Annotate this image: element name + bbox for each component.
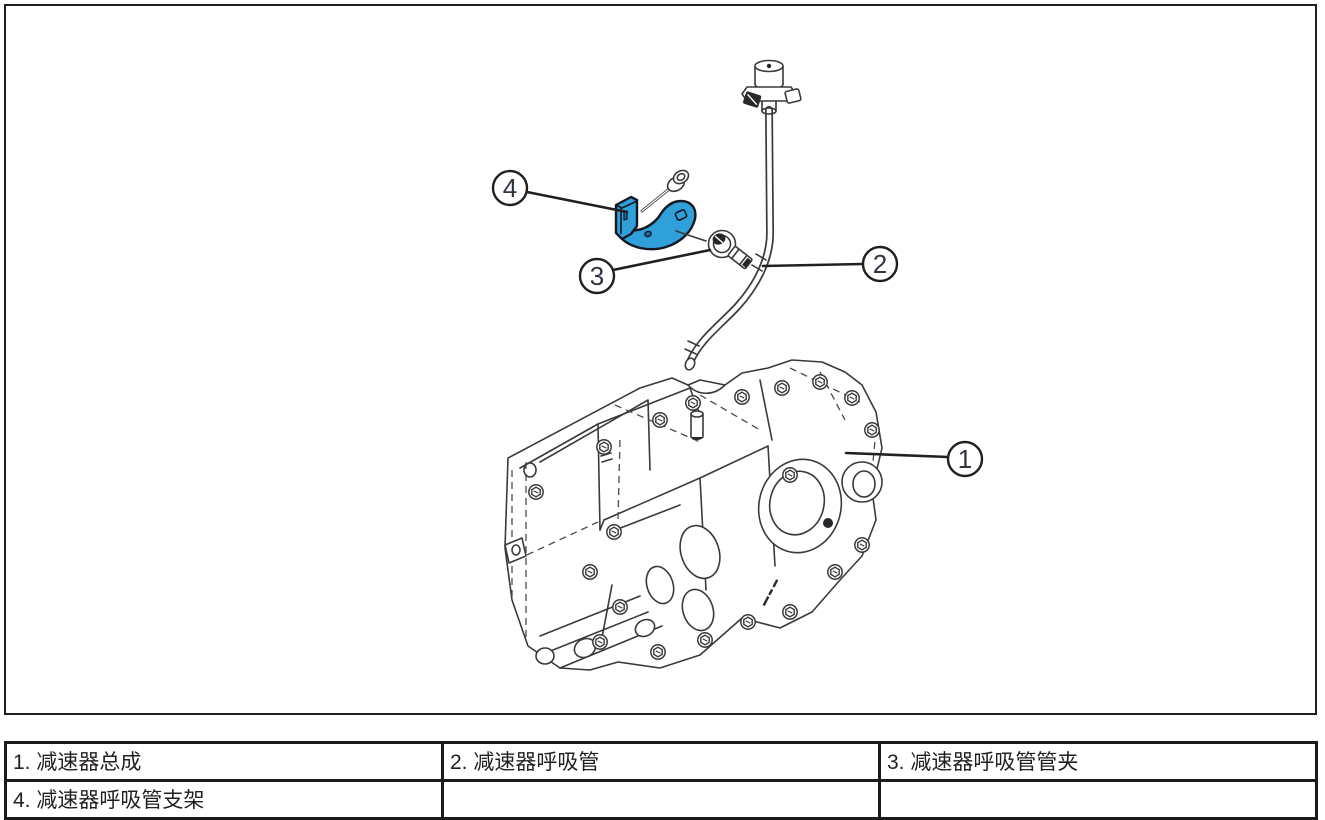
callout-1: 1	[844, 440, 984, 478]
axis-line	[675, 230, 707, 242]
bracket-bolt-drawing	[640, 169, 690, 213]
legend-row-2: 4. 减速器呼吸管支架	[4, 779, 1318, 820]
callout-3: 3	[578, 248, 712, 295]
breather-port-boss	[690, 410, 704, 440]
callout-3-bubble	[578, 257, 616, 295]
callout-4-leader	[525, 190, 629, 214]
callout-1-bubble	[946, 440, 984, 478]
legend-cell-empty-1	[441, 779, 881, 820]
callout-3-leader	[611, 248, 712, 272]
breather-bracket-drawing	[614, 195, 697, 251]
callout-1-leader	[844, 451, 950, 459]
reducer-silhouette	[504, 359, 883, 671]
callout-2-leader	[761, 262, 865, 268]
callout-2-number: 2	[873, 249, 887, 279]
breather-cap-drawing	[741, 59, 802, 115]
legend-row-1: 1. 减速器总成 2. 减速器呼吸管 3. 减速器呼吸管管夹	[4, 741, 1318, 782]
legend-cell-1: 1. 减速器总成	[4, 741, 444, 782]
legend-cell-3: 3. 减速器呼吸管管夹	[878, 741, 1318, 782]
parts-illustration: 4 3 2 1	[491, 59, 984, 671]
breather-pipe-drawing	[684, 106, 775, 371]
legend-cell-4: 4. 减速器呼吸管支架	[4, 779, 444, 820]
legend-cell-2: 2. 减速器呼吸管	[441, 741, 881, 782]
reducer-body-drawing	[504, 359, 883, 671]
callout-4: 4	[491, 169, 629, 214]
casting-stamp	[762, 579, 779, 606]
callout-4-bubble	[491, 169, 529, 207]
legend-table: 1. 减速器总成 2. 减速器呼吸管 3. 减速器呼吸管管夹 4. 减速器呼吸管…	[4, 741, 1318, 820]
callout-2-bubble	[861, 245, 899, 283]
callout-2: 2	[761, 245, 899, 283]
callout-3-number: 3	[590, 261, 604, 291]
callout-4-number: 4	[503, 173, 517, 203]
breather-clamp-drawing	[707, 229, 753, 270]
callout-1-number: 1	[958, 444, 972, 474]
legend-cell-empty-2	[878, 779, 1318, 820]
